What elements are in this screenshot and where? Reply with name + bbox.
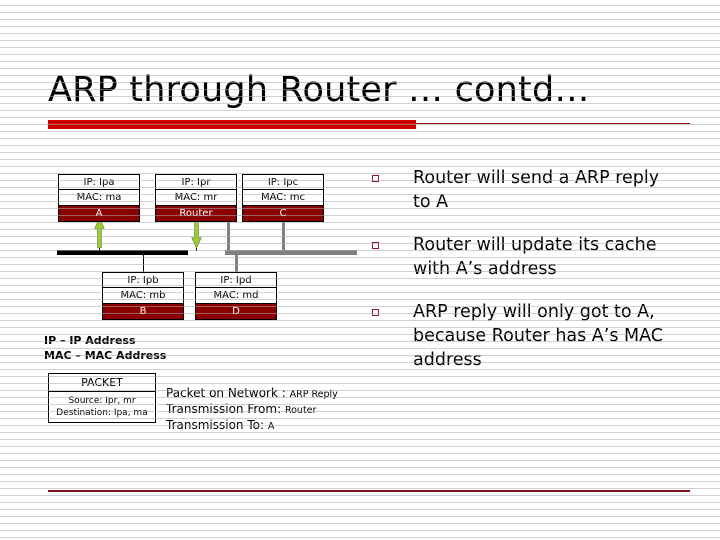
packet-info-network-value: ARP Reply xyxy=(289,389,338,400)
node-router-ip: IP: Ipr xyxy=(156,175,236,190)
node-b-mac: MAC: mb xyxy=(120,290,166,301)
node-router-name: Router xyxy=(156,205,236,221)
bullet-item-3-text: ARP reply will only got to A, because Ro… xyxy=(413,302,664,370)
node-d-name: D xyxy=(196,303,276,319)
packet-info-from-label: Transmission From: xyxy=(166,402,282,416)
node-a-ip: IP: Ipa xyxy=(59,175,139,190)
arrow-down-from-router-icon xyxy=(191,218,202,248)
node-b-ip: IP: Ipb xyxy=(103,273,183,288)
packet-box-body: Source: Ipr, mr Destination: Ipa, ma xyxy=(49,392,155,422)
node-b-name: B xyxy=(103,303,183,319)
node-b: IP: Ipb MAC: mb B xyxy=(102,272,184,320)
bullet-item-2-text: Router will update its cache with A’s ad… xyxy=(413,235,657,279)
bullet-item-1-text: Router will send a ARP reply to A xyxy=(413,168,660,212)
packet-info-network-row: Packet on Network : ARP Reply xyxy=(166,386,366,402)
arrow-up-to-a-icon xyxy=(94,218,105,248)
packet-source: Source: Ipr, mr xyxy=(68,396,136,406)
node-router-mac: MAC: mr xyxy=(174,192,218,203)
node-d: IP: Ipd MAC: md D xyxy=(195,272,277,320)
packet-box-title: PACKET xyxy=(49,374,155,392)
node-a: IP: Ipa MAC: ma A xyxy=(58,174,140,222)
node-c-mac: MAC: mc xyxy=(260,192,306,203)
legend: IP – IP Address MAC – MAC Address xyxy=(44,333,166,363)
node-a-name: A xyxy=(59,205,139,221)
packet-info-to-label: Transmission To: xyxy=(166,418,265,432)
bus-line-right xyxy=(225,250,357,255)
node-c-ip: IP: Ipc xyxy=(243,175,323,190)
node-c: IP: Ipc MAC: mc C xyxy=(242,174,324,222)
legend-line-ip: IP – IP Address xyxy=(44,334,136,347)
connector-d-to-gray-bus xyxy=(235,254,238,273)
connector-b-to-bus xyxy=(143,254,144,273)
packet-box: PACKET Source: Ipr, mr Destination: Ipa,… xyxy=(48,373,156,423)
packet-info-network-label: Packet on Network : xyxy=(166,386,286,400)
node-d-ip: IP: Ipd xyxy=(196,273,276,288)
node-d-mac: MAC: md xyxy=(213,290,259,301)
packet-info-to-value: A xyxy=(267,421,275,432)
page-title: ARP through Router … contd… xyxy=(48,70,590,110)
legend-line-mac: MAC – MAC Address xyxy=(44,349,167,362)
packet-info-to-row: Transmission To: A xyxy=(166,418,366,434)
square-bullet-icon xyxy=(372,309,379,316)
square-bullet-icon xyxy=(372,242,379,249)
packet-info-from-row: Transmission From: Router xyxy=(166,402,366,418)
square-bullet-icon xyxy=(372,175,379,182)
bullet-list: Router will send a ARP reply to A Router… xyxy=(372,166,682,391)
title-rule-thick xyxy=(48,120,416,129)
packet-info-from-value: Router xyxy=(284,405,317,416)
bullet-item-3: ARP reply will only got to A, because Ro… xyxy=(372,300,682,372)
node-c-name: C xyxy=(243,205,323,221)
bullet-item-1: Router will send a ARP reply to A xyxy=(372,166,682,214)
bus-line-left xyxy=(57,250,188,255)
bottom-rule xyxy=(48,490,690,492)
packet-destination: Destination: Ipa, ma xyxy=(56,408,148,418)
packet-info: Packet on Network : ARP Reply Transmissi… xyxy=(166,386,366,434)
node-a-mac: MAC: ma xyxy=(76,192,122,203)
bullet-item-2: Router will update its cache with A’s ad… xyxy=(372,233,682,281)
node-router: IP: Ipr MAC: mr Router xyxy=(155,174,237,222)
